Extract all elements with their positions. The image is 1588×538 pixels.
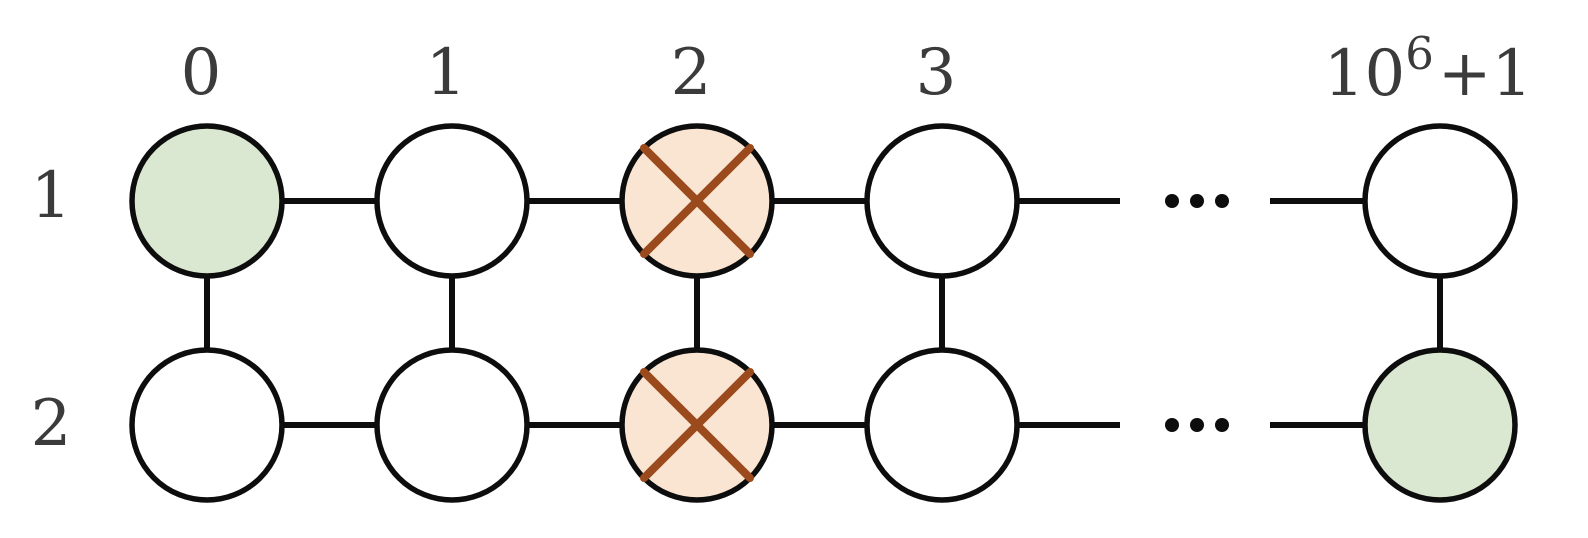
cross-icon [640, 144, 754, 258]
ellipsis-dot [1190, 194, 1204, 208]
row-label: 1 [31, 159, 72, 233]
last-column-label: 106+1 [1324, 27, 1532, 111]
column-label: 0 [181, 36, 222, 110]
grid-node-open [864, 123, 1020, 279]
column-label: 3 [916, 36, 957, 110]
column-label: 1 [426, 36, 467, 110]
grid-node-open [129, 347, 285, 503]
grid-node-open [374, 347, 530, 503]
column-label: 2 [671, 36, 712, 110]
grid-node-end [1362, 347, 1518, 503]
grid-node-open [864, 347, 1020, 503]
ellipsis-dot [1190, 418, 1204, 432]
ellipsis-dot [1165, 194, 1179, 208]
row-label: 2 [31, 387, 72, 461]
grid-node-open [1362, 123, 1518, 279]
grid-node-start [129, 123, 285, 279]
ellipsis-dot [1165, 418, 1179, 432]
cross-icon [640, 368, 754, 482]
grid-node-open [374, 123, 530, 279]
ellipsis-dot [1215, 194, 1229, 208]
ellipsis-dot [1215, 418, 1229, 432]
